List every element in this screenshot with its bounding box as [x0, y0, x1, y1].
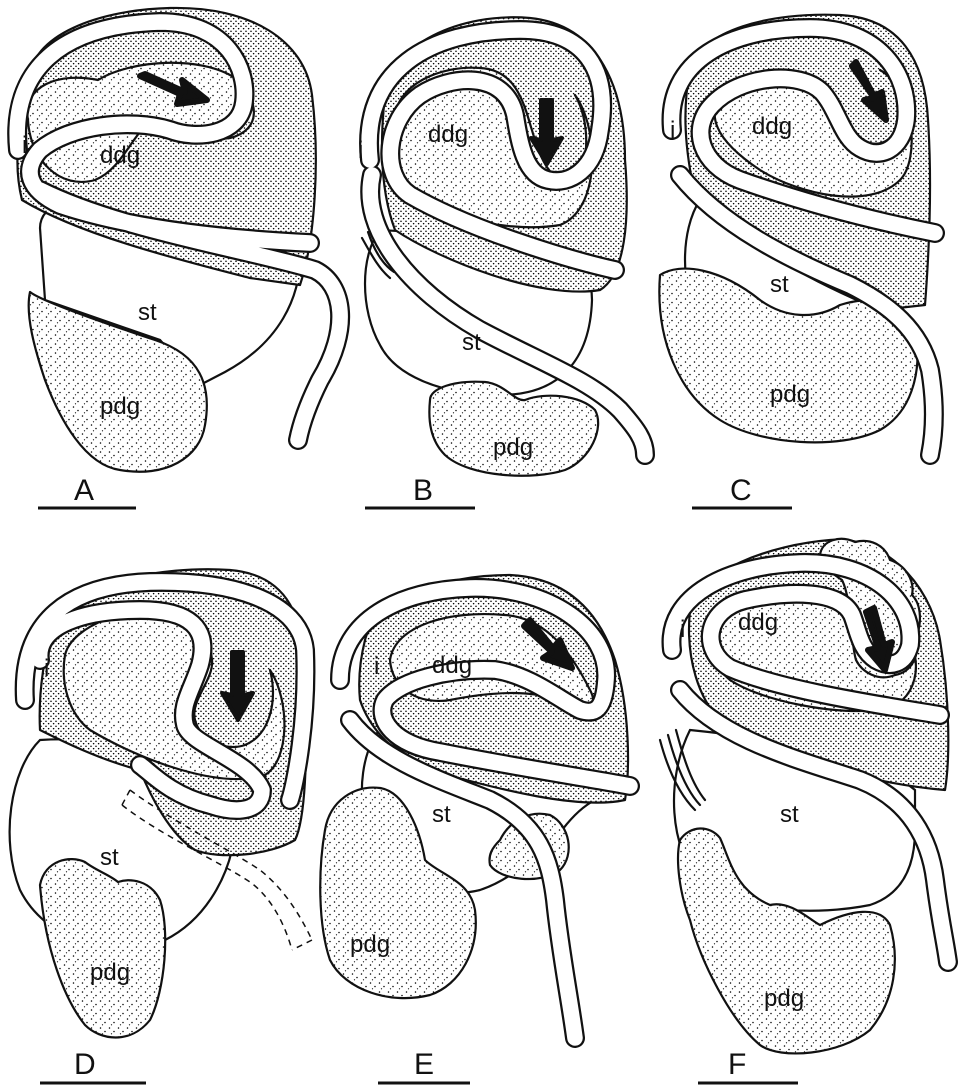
label-intestine: i [374, 653, 379, 680]
label-stomach: st [432, 801, 451, 828]
panel-e: i ddg st pdg E [320, 575, 630, 1083]
label-stomach: st [138, 299, 157, 326]
panel-caption: E [414, 1048, 434, 1081]
label-proximal-gland: pdg [90, 959, 130, 986]
label-stomach: st [100, 844, 119, 871]
panel-f: i ddg st pdg F [660, 539, 948, 1083]
label-intestine: i [670, 117, 675, 144]
label-proximal-gland: pdg [764, 985, 804, 1012]
label-proximal-gland: pdg [100, 393, 140, 420]
label-intestine: i [358, 137, 363, 164]
proximal-gland-d [40, 859, 165, 1037]
panel-caption: A [74, 474, 94, 507]
panel-caption: C [730, 474, 752, 507]
label-distal-gland: ddg [428, 121, 468, 148]
label-intestine: i [22, 132, 27, 159]
label-distal-gland: ddg [752, 113, 792, 140]
label-distal-gland: ddg [738, 609, 778, 636]
panel-d: i st pdg D [10, 569, 312, 1083]
panel-a: i ddg st pdg A [17, 8, 340, 508]
label-distal-gland: ddg [100, 142, 140, 169]
panel-caption: D [74, 1048, 96, 1081]
label-stomach: st [462, 329, 481, 356]
proximal-gland-b [429, 382, 598, 476]
panel-b: i ddg st pdg B [358, 17, 645, 508]
label-proximal-gland: pdg [770, 381, 810, 408]
label-stomach: st [780, 801, 799, 828]
label-stomach: st [770, 271, 789, 298]
label-intestine: i [44, 655, 49, 682]
panel-c: i ddg st pdg C [659, 15, 935, 508]
panel-caption: F [728, 1048, 746, 1081]
panel-caption: B [413, 474, 433, 507]
label-intestine: i [680, 616, 685, 643]
label-distal-gland: ddg [432, 652, 472, 679]
label-proximal-gland: pdg [350, 931, 390, 958]
label-proximal-gland: pdg [493, 434, 533, 461]
